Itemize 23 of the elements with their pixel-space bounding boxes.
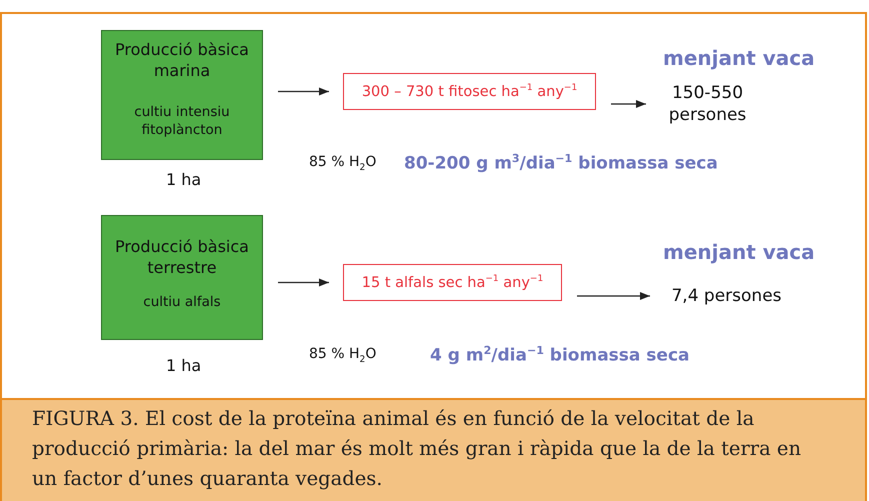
biomass-label: 80-200 g m$^{3}$/dia$^{−1}$ biomassa seca bbox=[404, 152, 718, 174]
arrow bbox=[278, 278, 329, 286]
diet-label: menjant vaca bbox=[663, 46, 815, 70]
production-box bbox=[101, 30, 263, 160]
diet-label: menjant vaca bbox=[663, 240, 815, 264]
area-label: 1 ha bbox=[166, 356, 202, 375]
yield-box: 15 t alfals sec ha$^{−1}$ any$^{−1}$ bbox=[343, 264, 562, 301]
box-subtitle: cultiu alfals bbox=[143, 293, 221, 311]
arrow bbox=[611, 100, 646, 108]
result-text: 7,4 persones bbox=[664, 285, 789, 307]
yield-box: 300 – 730 t fitosec ha$^{−1}$ any$^{−1}$ bbox=[343, 73, 596, 110]
water-content-label: 85 % H$_{2}$O bbox=[309, 346, 376, 365]
box-title: Producció bàsica terrestre bbox=[114, 236, 250, 278]
box-subtitle: cultiu intensiu fitoplàncton bbox=[133, 103, 231, 139]
water-content-label: 85 % H$_{2}$O bbox=[309, 154, 376, 173]
arrow bbox=[577, 292, 650, 300]
biomass-label: 4 g m$^{2}$/dia$^{−1}$ biomassa seca bbox=[430, 344, 690, 366]
area-label: 1 ha bbox=[166, 170, 202, 189]
figure-caption: FIGURA 3. El cost de la proteïna animal és en funció de la velocitat de la producció primària: la del mar és molt més gran i ràpida que la de la terra en un factor d’unes quaranta vegades. bbox=[32, 406, 802, 492]
production-box bbox=[101, 215, 263, 340]
box-title: Producció bàsica marina bbox=[114, 39, 250, 81]
result-text: 150-550 persones bbox=[660, 82, 755, 126]
arrow bbox=[278, 88, 329, 96]
